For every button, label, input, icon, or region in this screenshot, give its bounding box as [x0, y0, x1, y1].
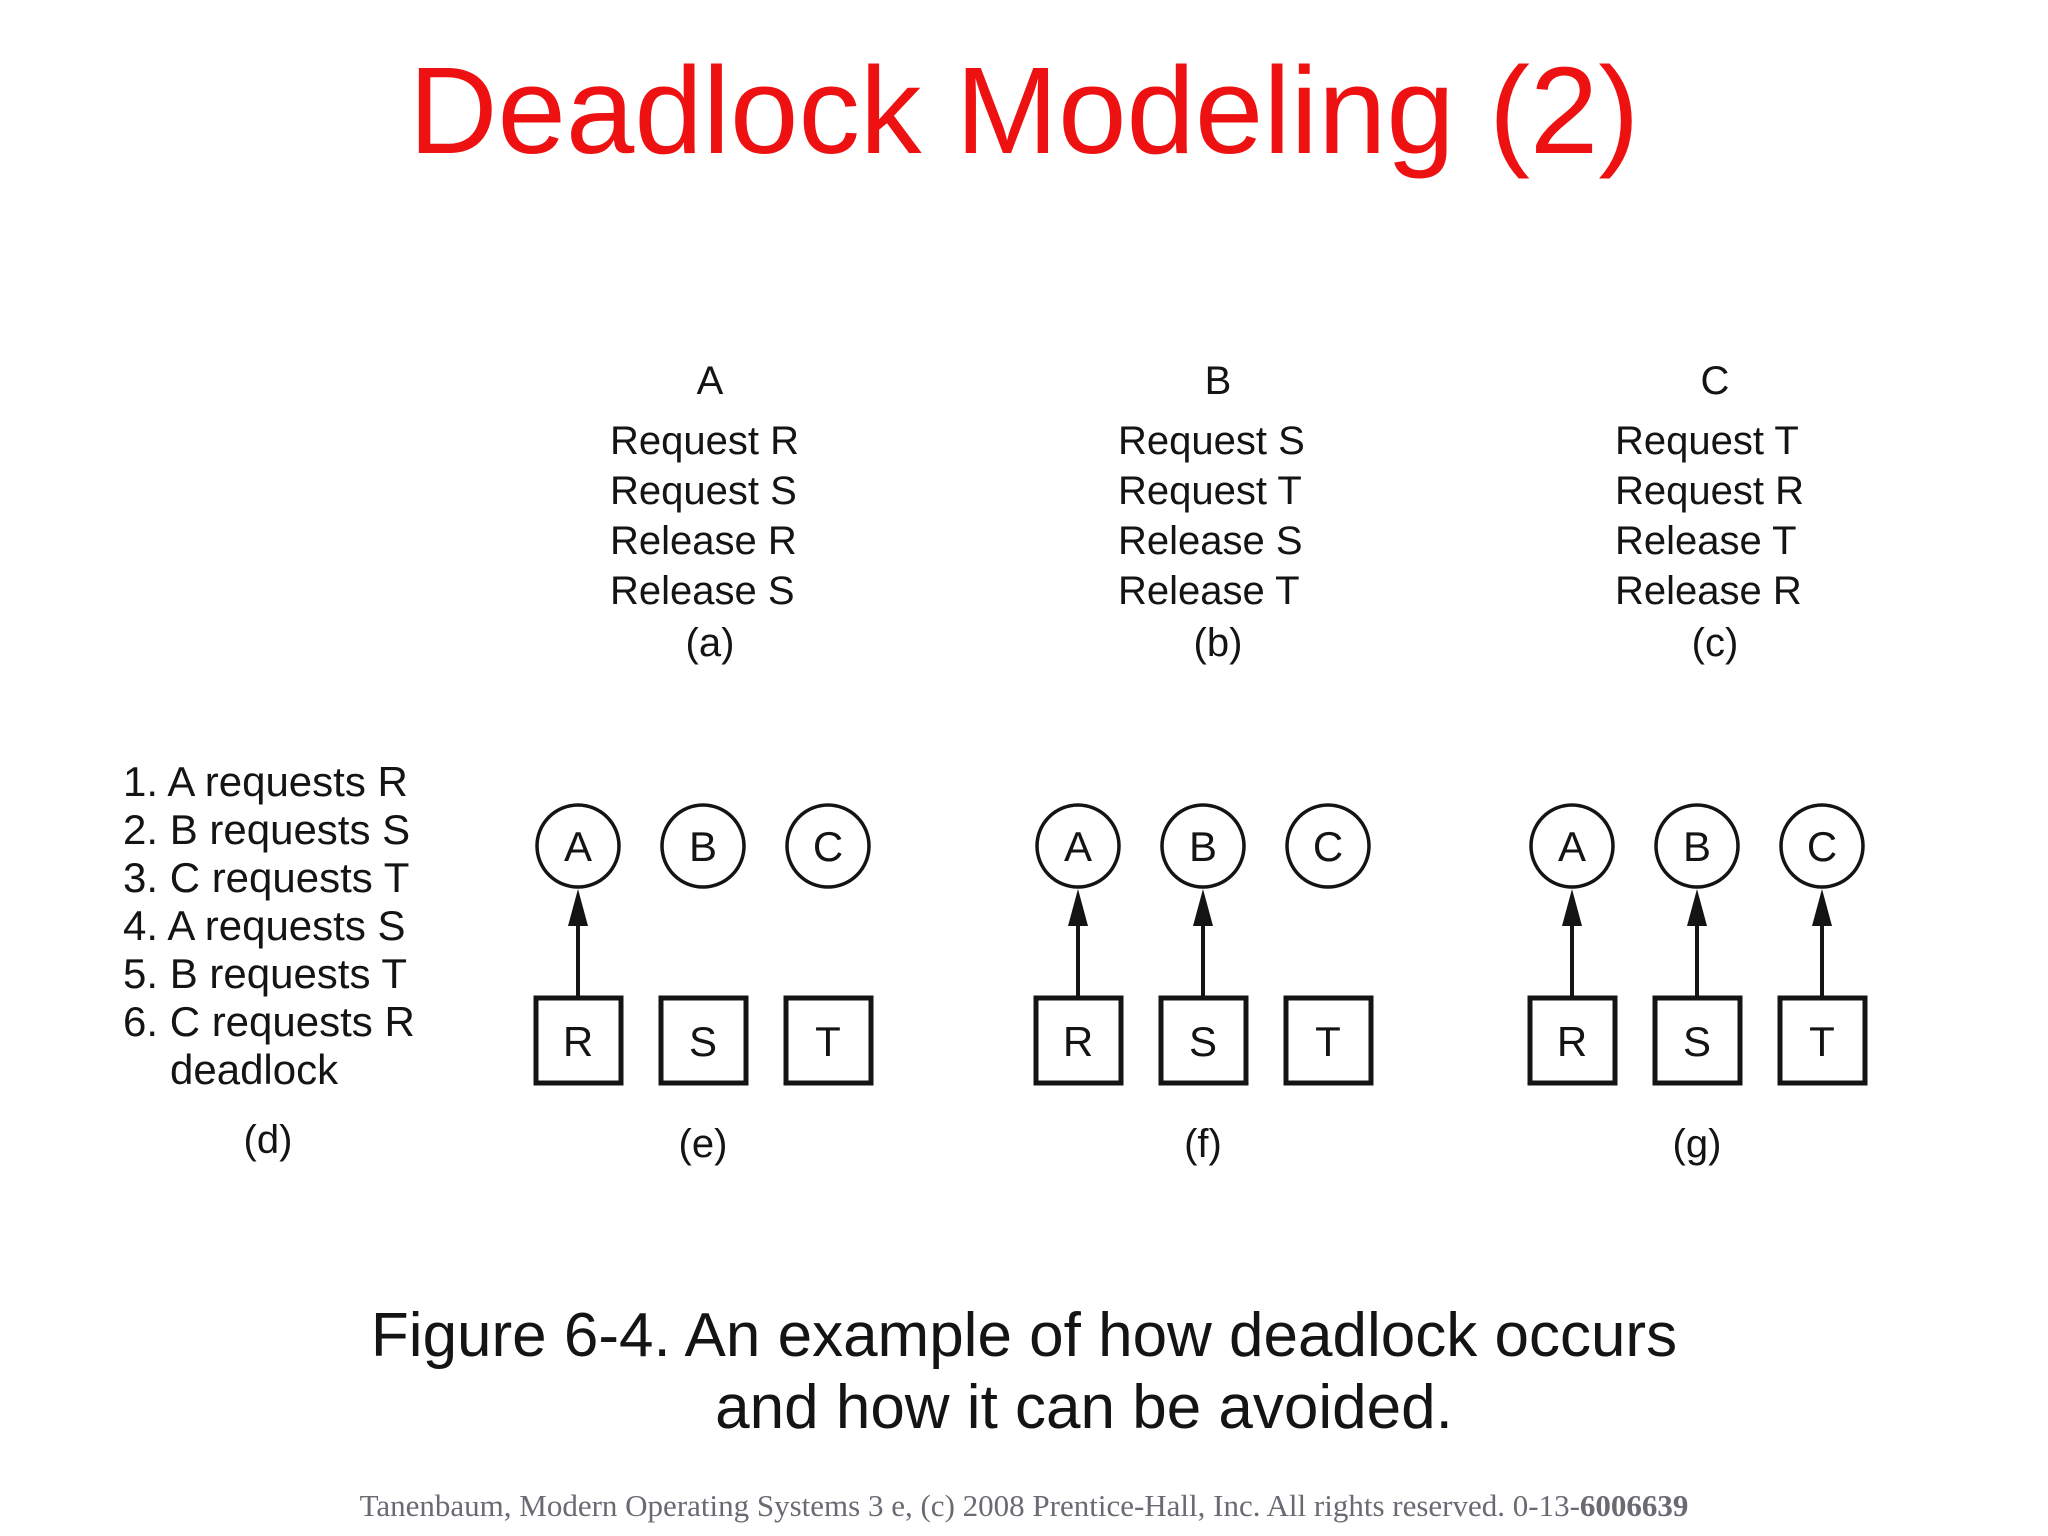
- step-line: Release R: [1615, 569, 1802, 613]
- assignment-arrowhead-R-A: [1562, 889, 1582, 926]
- process-column-c-header: C: [1700, 359, 1730, 403]
- resource-node-S: [658, 995, 749, 1086]
- process-node-C: [1779, 803, 1865, 889]
- copyright-footer: Tanenbaum, Modern Operating Systems 3 e,…: [0, 1488, 2048, 1524]
- assignment-arrowhead-R-A: [568, 889, 588, 926]
- sequence-item: 4. A requests S: [123, 902, 406, 949]
- figure-caption-line2: and how it can be avoided.: [715, 1373, 1453, 1442]
- slide-title: Deadlock Modeling (2): [408, 43, 1640, 180]
- resource-graph-e-canvas: A B C R S T: [533, 803, 874, 1086]
- sequence-item: 5. B requests T: [123, 950, 408, 997]
- resource-node-T: [783, 995, 874, 1086]
- copyright-text: Tanenbaum, Modern Operating Systems 3 e,…: [359, 1488, 1580, 1523]
- sequence-item-deadlock: deadlock: [170, 1046, 339, 1093]
- process-column-a: A Request R Request S Release R Release …: [610, 358, 810, 666]
- subfigure-label-a: (a): [685, 621, 735, 665]
- step-line: Request S: [1118, 419, 1305, 463]
- resource-node-label-S: S: [689, 1018, 717, 1065]
- sequence-item: 2. B requests S: [123, 806, 411, 853]
- sequence-item: 6. C requests R: [123, 998, 415, 1045]
- process-column-a-header: A: [696, 359, 724, 403]
- resource-node-label-R: R: [563, 1018, 593, 1065]
- step-line: Request R: [610, 419, 799, 463]
- process-column-a-steps: Request R Request S Release R Release S: [610, 416, 810, 616]
- process-node-B: [1654, 803, 1740, 889]
- process-node-label-B: B: [689, 823, 717, 870]
- resource-node-label-T: T: [1809, 1018, 1835, 1065]
- resource-node-label-S: S: [1189, 1018, 1217, 1065]
- process-node-label-C: C: [1313, 823, 1343, 870]
- sequence-item: 1. A requests R: [123, 758, 408, 805]
- assignment-arrowhead-R-A: [1068, 889, 1088, 926]
- resource-node-R: [533, 995, 624, 1086]
- step-line: Release R: [610, 519, 797, 563]
- resource-graph-e: A B C R S T (e): [513, 786, 913, 1176]
- subfigure-label-b: (b): [1193, 621, 1243, 665]
- resource-graph-f-canvas: A B C R S T: [1033, 803, 1374, 1086]
- resource-node-S: [1158, 995, 1249, 1086]
- process-node-B: [1160, 803, 1246, 889]
- resource-graph-g: A B C R S T (g): [1507, 786, 1907, 1176]
- process-node-label-A: A: [564, 823, 592, 870]
- process-node-label-A: A: [1064, 823, 1092, 870]
- step-line: Release T: [1615, 519, 1797, 563]
- figure-caption: Figure 6-4. An example of how deadlock o…: [0, 1300, 2048, 1444]
- assignment-arrowhead-S-B: [1193, 889, 1213, 926]
- step-line: Release T: [1118, 569, 1300, 613]
- resource-graph-g-canvas: A B C R S T: [1527, 803, 1868, 1086]
- process-column-b: B Request S Request T Release S Release …: [1118, 358, 1318, 666]
- isbn-bold: 6006639: [1579, 1488, 1689, 1523]
- subfigure-label-g: (g): [1672, 1122, 1722, 1166]
- process-column-b-steps: Request S Request T Release S Release T: [1118, 416, 1318, 616]
- process-node-label-C: C: [813, 823, 843, 870]
- resource-graph-f: A B C R S T (f): [1013, 786, 1413, 1176]
- resource-node-T: [1777, 995, 1868, 1086]
- process-node-C: [785, 803, 871, 889]
- resource-node-R: [1527, 995, 1618, 1086]
- process-column-b-header: B: [1204, 359, 1232, 403]
- step-line: Request T: [1615, 419, 1799, 463]
- process-column-c-steps: Request T Request R Release T Release R: [1615, 416, 1815, 616]
- resource-node-label-T: T: [815, 1018, 841, 1065]
- subfigure-label-c: (c): [1691, 621, 1739, 665]
- process-node-A: [1529, 803, 1615, 889]
- resource-node-label-T: T: [1315, 1018, 1341, 1065]
- sequence-item: 3. C requests T: [123, 854, 410, 901]
- step-line: Request S: [610, 469, 797, 513]
- subfigure-label-f: (f): [1184, 1122, 1222, 1166]
- resource-node-label-R: R: [1557, 1018, 1587, 1065]
- assignment-arrowhead-T-C: [1812, 889, 1832, 926]
- process-node-A: [535, 803, 621, 889]
- step-line: Request R: [1615, 469, 1804, 513]
- resource-node-R: [1033, 995, 1124, 1086]
- process-node-label-C: C: [1807, 823, 1837, 870]
- process-node-label-B: B: [1189, 823, 1217, 870]
- resource-node-T: [1283, 995, 1374, 1086]
- figure-caption-line1: Figure 6-4. An example of how deadlock o…: [370, 1301, 1678, 1370]
- step-line: Release S: [1118, 519, 1303, 563]
- process-node-C: [1285, 803, 1371, 889]
- process-node-B: [660, 803, 746, 889]
- step-line: Release S: [610, 569, 795, 613]
- process-node-label-A: A: [1558, 823, 1586, 870]
- process-node-label-B: B: [1683, 823, 1711, 870]
- request-sequence-list: 1. A requests R 2. B requests S 3. C req…: [123, 758, 423, 1164]
- step-line: Request T: [1118, 469, 1302, 513]
- assignment-arrowhead-S-B: [1687, 889, 1707, 926]
- subfigure-label-d: (d): [243, 1118, 293, 1162]
- process-node-A: [1035, 803, 1121, 889]
- resource-node-label-S: S: [1683, 1018, 1711, 1065]
- process-column-c: C Request T Request R Release T Release …: [1615, 358, 1815, 666]
- resource-node-S: [1652, 995, 1743, 1086]
- subfigure-label-e: (e): [678, 1122, 728, 1166]
- resource-node-label-R: R: [1063, 1018, 1093, 1065]
